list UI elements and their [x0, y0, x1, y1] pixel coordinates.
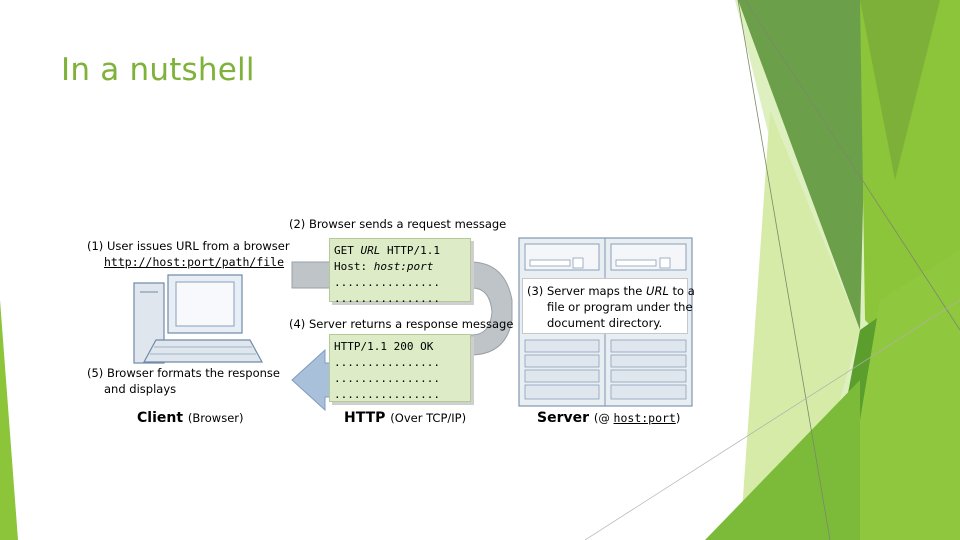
http-caption: HTTP (Over TCP/IP): [344, 410, 466, 426]
rack-drive-slot-1: [529, 259, 571, 267]
rack-drive-slot-2: [615, 259, 657, 267]
step3-line-1: (3) Server maps the URL to a: [527, 283, 695, 299]
server-caption-main: Server: [537, 410, 590, 426]
client-caption-main: Client: [137, 410, 184, 426]
slide-title: In a nutshell: [61, 52, 255, 88]
client-computer-icon: [133, 274, 264, 364]
server-caption: Server (@ host:port): [537, 410, 680, 426]
rack-vent-6: [610, 354, 687, 368]
rack-vent-8: [610, 384, 687, 400]
request-url: URL: [360, 244, 381, 257]
rack-vent-1: [524, 339, 600, 353]
rack-drive-slot-3: [572, 257, 584, 269]
step1-label: (1) User issues URL from a browser: [87, 239, 290, 253]
request-version: HTTP/1.1: [380, 244, 440, 257]
monitor-screen: [175, 281, 235, 327]
response-message-note: HTTP/1.1 200 OK ................ .......…: [329, 334, 471, 402]
rack-vent-4: [524, 384, 600, 400]
step3-url: URL: [646, 284, 669, 298]
thin-line-2: [744, 0, 960, 331]
step5-line-2: and displays: [104, 382, 177, 396]
response-line-2: ................: [334, 356, 440, 369]
server-caption-host: host:port: [613, 411, 676, 425]
server-caption-sub-a: (@: [593, 411, 614, 425]
step3-line-3: document directory.: [547, 316, 663, 330]
response-line-1: HTTP/1.1 200 OK: [334, 340, 434, 353]
server-caption-sub: (@ host:port): [594, 411, 680, 425]
rack-vent-3: [524, 369, 600, 383]
request-host-key: Host:: [334, 260, 374, 273]
server-caption-sub-b: ): [675, 411, 681, 425]
step5-line-1: (5) Browser formats the response: [87, 366, 280, 380]
keyboard: [142, 339, 264, 363]
step1-url: http://host:port/path/file: [104, 255, 285, 269]
triangle-bottom-bright: [840, 250, 960, 540]
request-line-1: GET URL HTTP/1.1: [334, 243, 470, 259]
http-caption-sub: (Over TCP/IP): [390, 411, 467, 425]
response-line-4: ................: [334, 388, 440, 401]
request-host-value: host:port: [373, 260, 434, 273]
triangle-green-top: [860, 0, 940, 180]
response-line-3: ................: [334, 372, 440, 385]
request-line-2: Host: host:port: [334, 259, 470, 275]
request-line-4: ................: [334, 292, 440, 305]
rack-vent-7: [610, 369, 687, 383]
request-message-note: GET URL HTTP/1.1 Host: host:port .......…: [329, 238, 471, 305]
request-method: GET: [334, 244, 361, 257]
rack-drive-slot-4: [659, 257, 671, 269]
triangle-left-edge: [0, 300, 18, 540]
http-caption-main: HTTP: [344, 410, 386, 426]
client-caption: Client (Browser): [137, 410, 243, 426]
step2-label: (2) Browser sends a request message: [289, 217, 507, 231]
triangle-bottom-left: [705, 380, 860, 540]
step3-note: (3) Server maps the URL to a file or pro…: [522, 278, 695, 334]
rack-vent-2: [524, 354, 600, 368]
step3-text-b: to a: [668, 284, 695, 298]
thin-line-3: [584, 299, 960, 540]
step3-line-2: file or program under the: [547, 300, 693, 314]
triangle-dark: [738, 0, 868, 330]
step4-label: (4) Server returns a response message: [289, 317, 514, 331]
thin-line-1: [737, 0, 831, 540]
request-line-3: ................: [334, 276, 440, 289]
rack-vent-5: [610, 339, 687, 353]
step3-text-a: (3) Server maps the: [527, 284, 647, 298]
client-caption-sub: (Browser): [187, 411, 244, 425]
